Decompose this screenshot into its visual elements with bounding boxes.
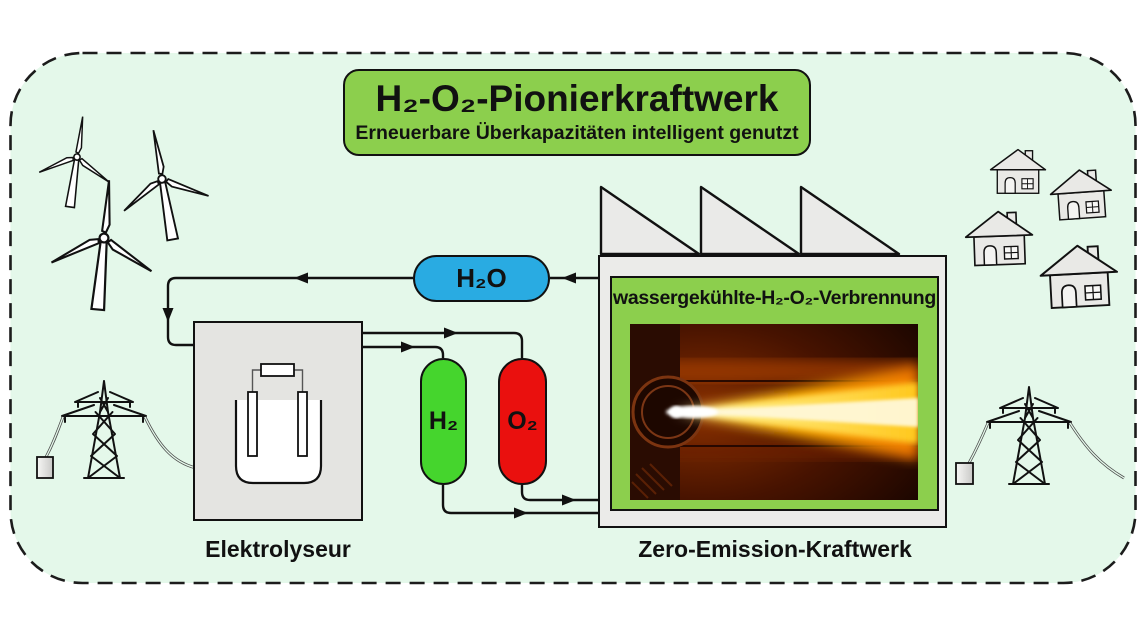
electrolysis-cell-icon (234, 363, 323, 485)
diagram-title: H₂-O₂-Pionierkraftwerk (375, 77, 779, 119)
hydrogen-label: H₂ (428, 407, 459, 435)
water-label: H₂O (456, 263, 507, 293)
transformer-box-icon (36, 456, 54, 479)
flow-arrowheads (162, 272, 576, 519)
flow-hydrogen-to-plant (441, 485, 598, 515)
flow-oxygen-out (363, 331, 524, 358)
water-capsule: H₂O (413, 255, 550, 302)
flow-hydrogen-out (363, 345, 445, 358)
hydrogen-capsule: H₂ (420, 358, 467, 485)
combustion-panel: wassergekühlte-H₂-O₂-Verbrennung (610, 276, 939, 511)
power-plant-building: wassergekühlte-H₂-O₂-Verbrennung (598, 255, 947, 528)
electrolyser-label: Elektrolyseur (205, 536, 351, 562)
factory-roof-icon (599, 185, 901, 256)
oxygen-label: O₂ (507, 407, 538, 435)
combustion-flame-image (630, 324, 918, 500)
flow-oxygen-to-plant (520, 485, 598, 502)
oxygen-capsule: O₂ (498, 358, 547, 485)
power-line (967, 422, 1125, 480)
combustion-panel-title: wassergekühlte-H₂-O₂-Verbrennung (612, 287, 937, 309)
electrolyser-box (193, 321, 363, 521)
diagram-subtitle: Erneuerbare Überkapazitäten intelligent … (355, 122, 799, 145)
power-line (44, 416, 197, 470)
transformer-box-icon (955, 462, 974, 485)
diagram-title-box: H₂-O₂-Pionierkraftwerk Erneuerbare Überk… (343, 69, 811, 156)
power-plant-label: Zero-Emission-Kraftwerk (638, 536, 912, 562)
